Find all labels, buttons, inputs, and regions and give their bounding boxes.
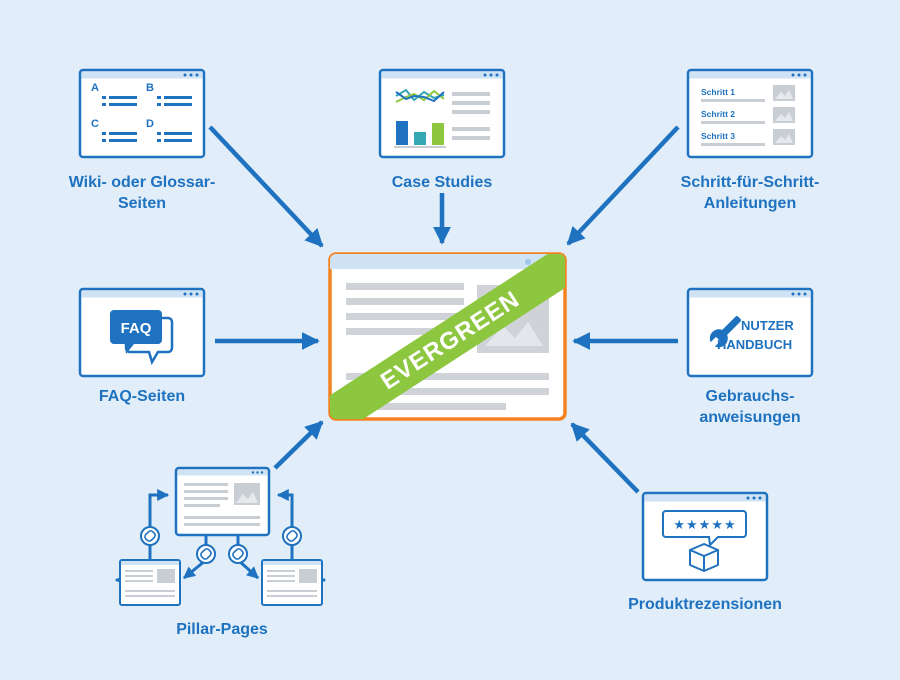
line-chart-icon: [395, 88, 445, 103]
arrows: [208, 125, 680, 494]
label-glossary: Wiki- oder Glossar-Seiten: [52, 172, 232, 214]
glossary-letter-d: D: [146, 118, 154, 130]
case-studies-window: [378, 68, 506, 159]
label-manual: Gebrauchs-anweisungen: [670, 386, 830, 428]
label-steps: Schritt-für-Schritt-Anleitungen: [650, 172, 850, 214]
step-3-text: Schritt 3: [701, 131, 735, 141]
pillar-main-page: [174, 466, 271, 537]
label-reviews: Produktrezensionen: [600, 594, 810, 615]
box-icon: [689, 543, 719, 572]
manual-icon-line1: NUTZER: [741, 318, 794, 333]
label-reviews-text: Produktrezensionen: [628, 596, 782, 613]
rating-bubble: ★★★★★: [662, 510, 747, 548]
label-faq-text: FAQ-Seiten: [98, 388, 186, 405]
arrow-glossary: [208, 125, 324, 248]
manual-window: NUTZER HANDBUCH: [686, 287, 814, 378]
label-pillar: Pillar-Pages: [132, 619, 312, 640]
glossary-letter-b: B: [146, 82, 154, 94]
star-rating-icon: ★★★★★: [673, 518, 736, 533]
arrow-reviews: [570, 422, 640, 494]
link-icon: [282, 526, 302, 546]
reviews-window: ★★★★★: [641, 491, 769, 582]
step-image-icons: [773, 85, 795, 145]
arrow-pillar: [273, 420, 324, 470]
label-case-studies-text: Case Studies: [391, 174, 493, 191]
pillar-sub-page-right: [261, 559, 323, 606]
link-icon: [196, 544, 216, 564]
faq-window: FAQ: [78, 287, 206, 378]
faq-icon-text: FAQ: [121, 320, 152, 337]
bar-chart-icon: [394, 121, 446, 148]
label-manual-text: Gebrauchs-anweisungen: [699, 388, 801, 426]
label-case-studies: Case Studies: [352, 172, 532, 193]
label-glossary-text: Wiki- oder Glossar-Seiten: [68, 174, 216, 212]
center-evergreen-page: EVERGREEN: [328, 252, 567, 421]
manual-icon-line2: HANDBUCH: [717, 337, 792, 352]
link-icons: [140, 526, 302, 564]
wrench-icon: [709, 316, 741, 348]
label-steps-text: Schritt-für-Schritt-Anleitungen: [680, 174, 820, 212]
step-2-text: Schritt 2: [701, 109, 735, 119]
step-1-text: Schritt 1: [701, 87, 735, 97]
steps-window: Schritt 1 Schritt 2 Schritt 3: [686, 68, 814, 159]
glossary-letter-c: C: [91, 118, 99, 130]
label-faq: FAQ-Seiten: [52, 386, 232, 407]
link-icon: [228, 544, 248, 564]
glossary-window: A B C D: [78, 68, 206, 159]
glossary-letter-a: A: [91, 82, 99, 94]
pillar-cluster: [114, 466, 327, 606]
arrow-steps: [566, 125, 680, 246]
faq-speech-bubble-icon: FAQ: [110, 310, 174, 366]
label-pillar-text: Pillar-Pages: [176, 621, 268, 638]
link-icon: [140, 526, 160, 546]
pillar-sub-page-left: [119, 559, 181, 606]
